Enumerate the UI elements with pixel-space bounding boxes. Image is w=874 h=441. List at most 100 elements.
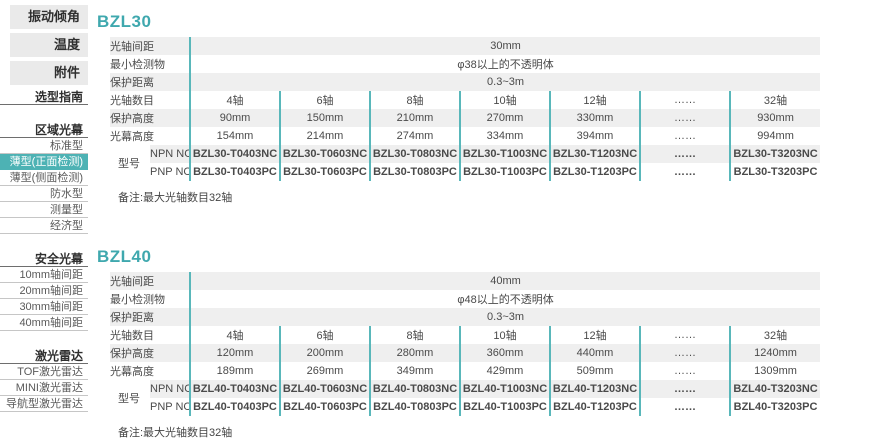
model-number-link[interactable]: BZL30-T1003PC [459, 163, 550, 181]
sidebar-item[interactable]: 30mm轴间距 [0, 299, 88, 315]
model-number-link[interactable]: BZL30-T3203PC [728, 163, 821, 181]
sidebar-item[interactable]: 标准型 [0, 138, 88, 154]
model-row-label: 型号 [110, 145, 150, 181]
row-label: 最小检测物 [110, 59, 165, 71]
cell-value: …… [639, 127, 730, 145]
sidebar-item[interactable]: 40mm轴间距 [0, 315, 88, 331]
model-number-link[interactable]: BZL40-T0403PC [189, 398, 280, 416]
sidebar-item[interactable]: TOF激光雷达 [0, 364, 88, 380]
sidebar-item[interactable]: 导航型激光雷达 [0, 396, 88, 412]
sidebar-item[interactable]: 薄型(正面检测) [0, 154, 88, 170]
cell-value: 274mm [369, 127, 460, 145]
cell-value: 120mm [189, 344, 280, 362]
row-label: 保护距离 [110, 308, 190, 326]
cell-value: 6轴 [279, 91, 370, 109]
cell-value: 8轴 [369, 91, 460, 109]
model-number-link[interactable]: BZL40-T3203NC [728, 380, 821, 398]
sidebar-guide-link[interactable]: 选型指南 [0, 89, 88, 105]
sidebar-section-title: 安全光幕 [0, 251, 88, 267]
model-number-link[interactable]: BZL40-T1203PC [549, 398, 640, 416]
cell-value: 1309mm [728, 362, 821, 380]
cell-value: …… [639, 326, 730, 344]
sidebar-top-item[interactable]: 振动倾角 [10, 5, 88, 29]
model-row-label: 型号 [110, 380, 150, 416]
cell-value: 440mm [549, 344, 640, 362]
model-number-link[interactable]: BZL30-T3203NC [728, 145, 821, 163]
model-number-link[interactable]: BZL30-T0603NC [279, 145, 370, 163]
model-number-link[interactable]: BZL40-T1003NC [459, 380, 550, 398]
row-label: 光幕高度 [110, 131, 154, 143]
model-number-link: …… [639, 163, 730, 181]
sidebar-item[interactable]: 经济型 [0, 218, 88, 234]
cell-value: 330mm [549, 109, 640, 127]
model-number-link[interactable]: BZL30-T0603PC [279, 163, 370, 181]
cell-value: 189mm [189, 362, 280, 380]
model-output-type: NPN NC [150, 380, 190, 398]
model-number-link[interactable]: BZL40-T0803PC [369, 398, 460, 416]
model-number-link[interactable]: BZL30-T0803PC [369, 163, 460, 181]
model-number-link[interactable]: BZL40-T0603PC [279, 398, 370, 416]
row-label: 保护高度 [110, 109, 190, 127]
model-number-link[interactable]: BZL40-T0603NC [279, 380, 370, 398]
model-number-link[interactable]: BZL30-T1203NC [549, 145, 640, 163]
cell-value: 214mm [279, 127, 370, 145]
sidebar-item[interactable]: 防水型 [0, 186, 88, 202]
cell-value: 6轴 [279, 326, 370, 344]
model-number-link[interactable]: BZL40-T1003PC [459, 398, 550, 416]
row-label: 保护高度 [110, 344, 190, 362]
model-number-link[interactable]: BZL30-T1203PC [549, 163, 640, 181]
row-value: 0.3~3m [188, 308, 821, 326]
cell-value: 10轴 [459, 326, 550, 344]
sidebar-item[interactable]: 10mm轴间距 [0, 267, 88, 283]
cell-value: 269mm [279, 362, 370, 380]
model-number-link[interactable]: BZL30-T1003NC [459, 145, 550, 163]
sidebar-nav: 振动倾角温度附件选型指南区域光幕标准型薄型(正面检测)薄型(侧面检测)防水型测量… [0, 0, 88, 412]
model-number-link[interactable]: BZL40-T0803NC [369, 380, 460, 398]
model-number-link[interactable]: BZL40-T0403NC [189, 380, 280, 398]
sidebar-item[interactable]: MINI激光雷达 [0, 380, 88, 396]
cell-value: 4轴 [189, 326, 280, 344]
cell-value: 270mm [459, 109, 550, 127]
cell-value: 32轴 [728, 91, 821, 109]
cell-value: 12轴 [549, 91, 640, 109]
model-number-link[interactable]: BZL30-T0803NC [369, 145, 460, 163]
model-number-link[interactable]: BZL30-T0403PC [189, 163, 280, 181]
cell-value: 210mm [369, 109, 460, 127]
sidebar-item[interactable]: 测量型 [0, 202, 88, 218]
sidebar-item[interactable]: 薄型(侧面检测) [0, 170, 88, 186]
table-note: 备注:最大光轴数目32轴 [118, 192, 233, 204]
cell-value: 90mm [189, 109, 280, 127]
cell-value: …… [639, 362, 730, 380]
sidebar-item[interactable]: 20mm轴间距 [0, 283, 88, 299]
sidebar-top-item[interactable]: 附件 [10, 61, 88, 85]
row-label: 光轴数目 [110, 330, 154, 342]
model-number-link[interactable]: BZL40-T3203PC [728, 398, 821, 416]
sidebar-top-item[interactable]: 温度 [10, 33, 88, 57]
cell-value: …… [639, 109, 730, 127]
model-number-link[interactable]: BZL30-T0403NC [189, 145, 280, 163]
sidebar-section-title: 激光雷达 [0, 348, 88, 364]
cell-value: 200mm [279, 344, 370, 362]
section-title: BZL40 [97, 247, 152, 266]
sidebar-section-title: 区域光幕 [0, 122, 88, 138]
cell-value: 1240mm [728, 344, 821, 362]
model-number-link[interactable]: BZL40-T1203NC [549, 380, 640, 398]
